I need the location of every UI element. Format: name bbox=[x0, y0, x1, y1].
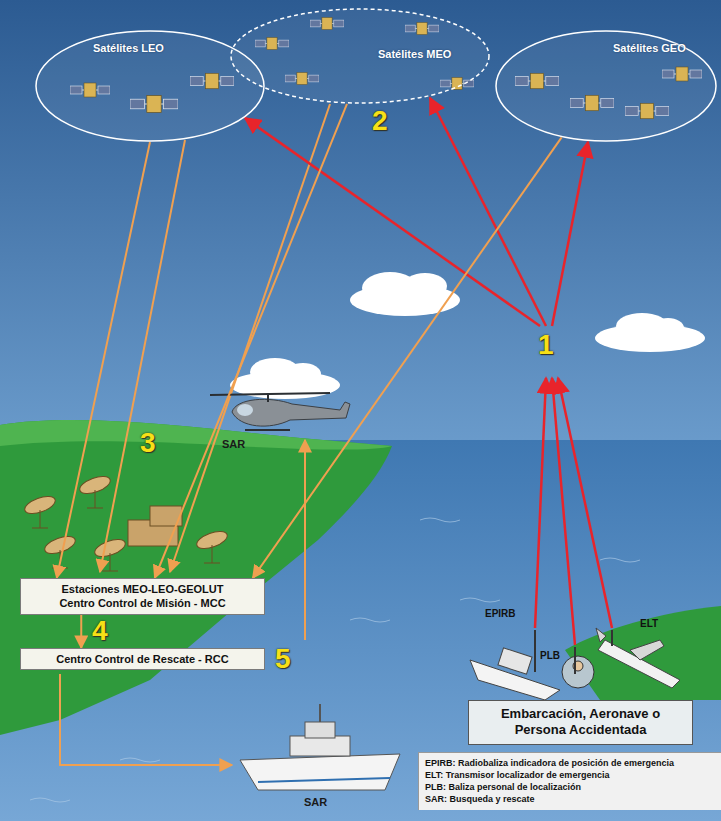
box-text: PLB: Baliza personal de localización bbox=[425, 781, 715, 793]
signal-arrow bbox=[155, 104, 347, 578]
orbit-ellipse bbox=[231, 9, 489, 103]
waves bbox=[460, 598, 500, 602]
box-text: SAR: Busqueda y rescate bbox=[425, 793, 715, 805]
rescue-ship bbox=[319, 704, 321, 722]
callout-number: 1 bbox=[538, 330, 554, 361]
red-links bbox=[552, 378, 575, 645]
signal-arrow bbox=[57, 142, 150, 578]
red-links bbox=[552, 142, 588, 326]
orbit-label: Satélites GEO bbox=[613, 42, 686, 54]
ground-stations bbox=[40, 510, 41, 528]
unit-label: SAR bbox=[304, 796, 327, 808]
red-links bbox=[535, 378, 546, 628]
rescue-ship bbox=[240, 754, 400, 790]
beacon-label: EPIRB bbox=[485, 608, 516, 619]
rescue-ship bbox=[290, 736, 350, 756]
elt-aircraft bbox=[611, 630, 613, 646]
ground-stations bbox=[52, 568, 68, 569]
accident-box: Embarcación, Aeronave o Persona Accident… bbox=[468, 700, 693, 745]
orbit-label: Satélites LEO bbox=[93, 42, 164, 54]
rescue-ship bbox=[305, 722, 335, 738]
ground-stations bbox=[95, 490, 96, 508]
coast-highlight bbox=[0, 420, 392, 449]
orbit-ellipse bbox=[36, 31, 264, 141]
ground-stations bbox=[204, 563, 220, 564]
rcc-box: Centro Control de Rescate - RCC bbox=[20, 648, 265, 670]
unit-label: SAR bbox=[222, 438, 245, 450]
helicopter bbox=[232, 399, 350, 426]
callout-number: 2 bbox=[372, 106, 388, 137]
ground-stations bbox=[128, 506, 182, 546]
helicopter bbox=[237, 404, 253, 416]
mcc-box: Estaciones MEO-LEO-GEOLUTCentro Control … bbox=[20, 578, 265, 615]
meo-orbit: Satélites MEO bbox=[230, 8, 490, 104]
orange-links bbox=[60, 674, 232, 765]
clouds bbox=[285, 363, 321, 385]
orange-links bbox=[100, 140, 185, 572]
signal-arrow bbox=[80, 615, 82, 648]
box-text: Embarcación, Aeronave o Persona Accident… bbox=[477, 706, 684, 739]
ground-stations bbox=[32, 528, 48, 529]
ground-stations bbox=[87, 508, 103, 509]
beacon-label: ELT bbox=[640, 618, 658, 629]
helicopter bbox=[245, 429, 290, 431]
waves bbox=[30, 798, 70, 802]
elt-aircraft bbox=[596, 628, 680, 688]
right-land bbox=[565, 606, 721, 700]
abbreviation-box: EPIRB: Radiobaliza indicadora de posició… bbox=[418, 752, 721, 810]
plb-person bbox=[562, 647, 594, 688]
signal-arrow bbox=[253, 137, 562, 578]
elt-aircraft bbox=[598, 640, 680, 688]
clouds bbox=[652, 318, 684, 338]
ground-stations bbox=[102, 571, 118, 572]
epirb-boat bbox=[498, 648, 532, 674]
orbit-label: Satélites MEO bbox=[378, 48, 451, 60]
clouds bbox=[403, 273, 447, 299]
rescue-ship bbox=[240, 704, 400, 790]
ground-stations bbox=[212, 545, 213, 563]
epirb-boat bbox=[534, 630, 536, 672]
waves bbox=[120, 758, 160, 762]
red-links bbox=[245, 118, 540, 326]
plb-person bbox=[574, 647, 576, 674]
helicopter bbox=[210, 393, 350, 430]
box-text: Estaciones MEO-LEO-GEOLUT bbox=[29, 582, 256, 596]
box-text: EPIRB: Radiobaliza indicadora de posició… bbox=[425, 757, 715, 769]
red-links bbox=[245, 98, 612, 645]
coast-land bbox=[0, 420, 392, 735]
callout-number: 4 bbox=[92, 616, 108, 647]
callout-number: 3 bbox=[140, 428, 156, 459]
elt-aircraft bbox=[596, 628, 606, 642]
callout-number: 5 bbox=[275, 644, 291, 675]
helicopter bbox=[267, 394, 269, 402]
red-links bbox=[430, 98, 546, 326]
waves bbox=[600, 558, 640, 562]
box-text: Centro Control de Rescate - RCC bbox=[29, 652, 256, 666]
box-text: Centro Control de Misión - MCC bbox=[29, 596, 256, 610]
orbit-ellipse bbox=[496, 31, 716, 141]
waves bbox=[420, 518, 460, 522]
clouds bbox=[230, 272, 705, 399]
epirb-boat bbox=[470, 630, 560, 700]
beacon-label: PLB bbox=[540, 650, 560, 661]
rescue-ship bbox=[258, 778, 390, 782]
ground-stations bbox=[110, 553, 111, 571]
leo-orbit: Satélites LEO bbox=[35, 30, 265, 142]
box-text: ELT: Transmisor localizador de emergenci… bbox=[425, 769, 715, 781]
orange-links bbox=[304, 440, 306, 640]
waves bbox=[350, 618, 390, 622]
red-links bbox=[558, 378, 612, 628]
plb-person bbox=[562, 656, 594, 688]
elt-aircraft bbox=[630, 640, 664, 660]
geo-orbit: Satélites GEO bbox=[495, 30, 717, 142]
